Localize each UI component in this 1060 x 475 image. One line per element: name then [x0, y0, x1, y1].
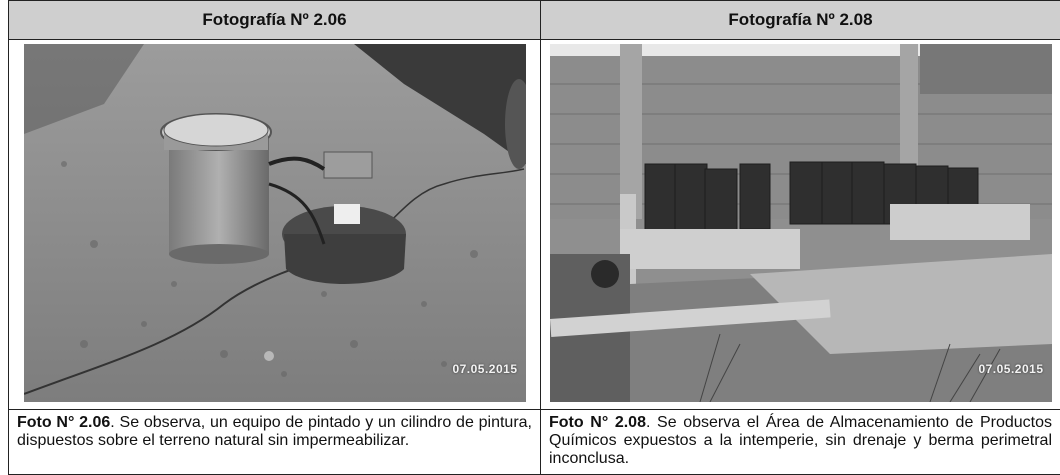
- photo-title-left: Fotografía Nº 2.06: [9, 1, 541, 40]
- caption-left-label: Foto N° 2.06: [17, 414, 110, 431]
- photo-table: Fotografía Nº 2.06 Fotografía Nº 2.08: [8, 0, 1060, 475]
- caption-right: Foto N° 2.08. Se observa el Área de Alma…: [541, 410, 1060, 475]
- photo-date-stamp-left: 07.05.2015: [452, 362, 517, 376]
- photo-chemical-storage: 07.05.2015: [550, 44, 1052, 402]
- photo-chemical-storage-image: [550, 44, 1052, 402]
- photo-report-sheet: Fotografía Nº 2.06 Fotografía Nº 2.08: [8, 0, 1060, 468]
- photo-cell-right: 07.05.2015: [541, 40, 1060, 410]
- photo-date-stamp-right: 07.05.2015: [978, 362, 1043, 376]
- photo-painting-equipment-image: [24, 44, 526, 402]
- caption-right-label: Foto N° 2.08: [549, 414, 646, 431]
- caption-left: Foto N° 2.06. Se observa, un equipo de p…: [9, 410, 541, 475]
- photo-title-right: Fotografía Nº 2.08: [541, 1, 1060, 40]
- photo-cell-left: 07.05.2015: [9, 40, 541, 410]
- photo-painting-equipment: 07.05.2015: [24, 44, 526, 402]
